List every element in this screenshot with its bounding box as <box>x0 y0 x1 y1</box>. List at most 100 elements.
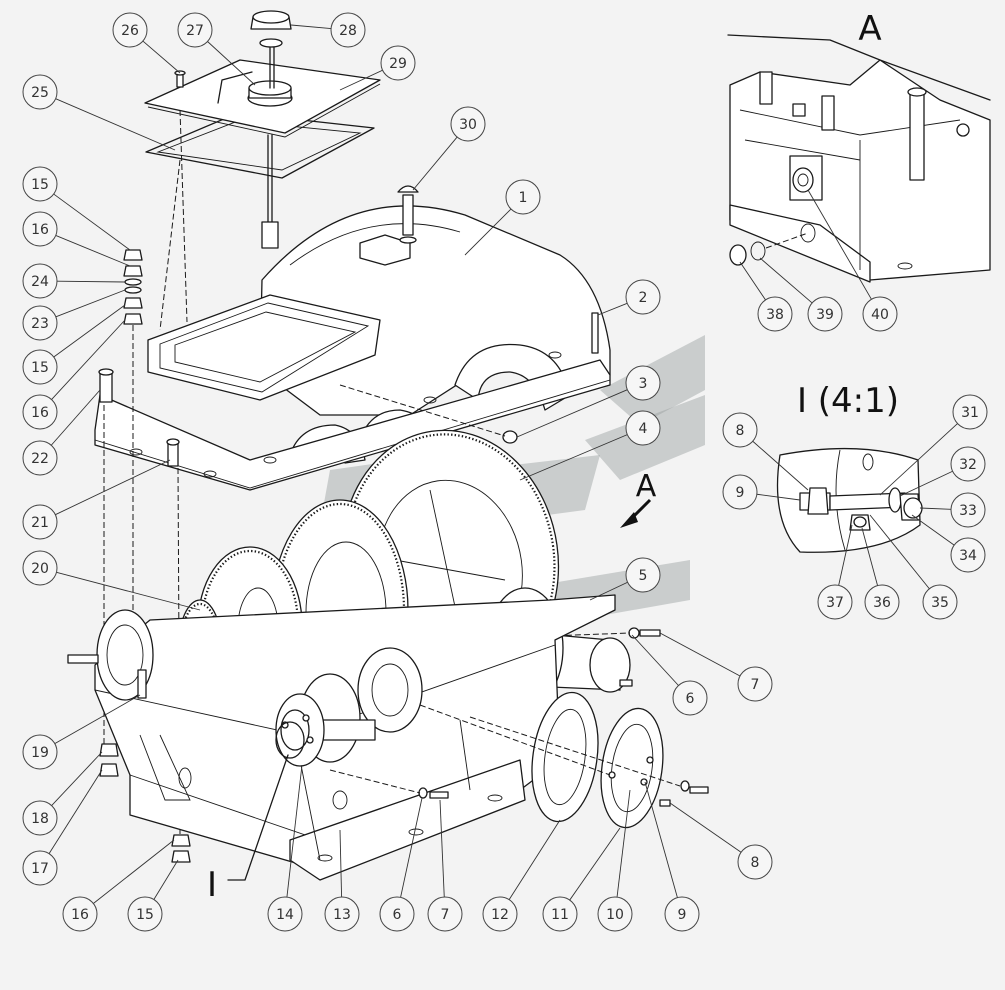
part-callout-c3: 3 <box>625 365 661 401</box>
callout-number: 34 <box>959 548 977 564</box>
leader-line-c31 <box>879 423 958 496</box>
callout-number: 27 <box>186 23 204 39</box>
part-callout-c16c: 16 <box>62 896 98 932</box>
detail-i <box>776 447 923 553</box>
callout-number: 15 <box>136 907 154 923</box>
view-a-detail <box>727 34 991 283</box>
leader-line-c2 <box>597 302 628 316</box>
callout-number: 7 <box>751 677 760 693</box>
view-a-arrow-label: A <box>636 469 657 504</box>
detail-i-marker-ring <box>275 721 305 759</box>
callout-circle <box>597 896 633 932</box>
callout-number: 6 <box>686 691 695 707</box>
leader-line-c30 <box>412 136 458 191</box>
callout-number: 19 <box>31 745 49 761</box>
leader-line-c13 <box>339 829 343 898</box>
leader-line-c8b <box>752 440 809 491</box>
part-callout-c10: 10 <box>597 896 633 932</box>
part-callout-c11: 11 <box>542 896 578 932</box>
callout-circle <box>22 166 58 202</box>
callout-circle <box>450 106 486 142</box>
detail-i-marker-label: I <box>207 865 217 905</box>
part-callout-c31: 31 <box>952 394 988 430</box>
callout-number: 18 <box>31 811 49 827</box>
part-callout-c24: 24 <box>22 263 58 299</box>
callout-number: 5 <box>639 568 648 584</box>
part-callout-c29: 29 <box>380 45 416 81</box>
callout-circle <box>950 537 986 573</box>
callout-number: 35 <box>931 595 949 611</box>
callout-number: 25 <box>31 85 49 101</box>
callout-number: 13 <box>333 907 351 923</box>
callout-circle <box>22 211 58 247</box>
leader-line-c1 <box>464 208 512 256</box>
leader-line-c16a <box>55 235 131 267</box>
upper-housing <box>94 185 611 491</box>
part-callout-c30: 30 <box>450 106 486 142</box>
part-callout-c9a: 9 <box>664 896 700 932</box>
callout-circle <box>625 410 661 446</box>
leader-line-c21 <box>55 459 171 516</box>
callout-number: 36 <box>873 595 891 611</box>
input-shaft-covers <box>275 647 449 799</box>
part-callout-c12: 12 <box>482 896 518 932</box>
callout-circle <box>542 896 578 932</box>
callout-number: 10 <box>606 907 624 923</box>
part-callout-c36: 36 <box>864 584 900 620</box>
part-callout-c6a: 6 <box>672 680 708 716</box>
callout-circle <box>62 896 98 932</box>
callout-circle <box>22 504 58 540</box>
callout-circle <box>807 296 843 332</box>
callout-number: 8 <box>736 423 745 439</box>
callout-circle <box>330 12 366 48</box>
part-callout-c16b: 16 <box>22 394 58 430</box>
callout-number: 2 <box>639 290 648 306</box>
leader-line-c18 <box>51 751 103 806</box>
leader-line-c7b <box>439 799 445 898</box>
callout-circle <box>864 584 900 620</box>
view-a-title: A <box>858 9 881 49</box>
leader-line-c6b <box>400 797 423 898</box>
part-callout-c5: 5 <box>625 557 661 593</box>
inspection-cover-assembly <box>144 10 381 331</box>
callout-circle <box>862 296 898 332</box>
callout-number: 9 <box>736 485 745 501</box>
callout-number: 31 <box>961 405 979 421</box>
view-a-arrowhead <box>620 512 638 528</box>
leader-line-c14 <box>286 764 303 898</box>
callout-number: 39 <box>816 307 834 323</box>
callout-number: 30 <box>459 117 477 133</box>
leader-line-c22 <box>50 389 101 446</box>
callout-number: 14 <box>276 907 294 923</box>
part-callout-c39: 39 <box>807 296 843 332</box>
callout-circle <box>952 394 988 430</box>
callout-circle <box>737 844 773 880</box>
part-callout-c7b: 7 <box>427 896 463 932</box>
callout-number: 16 <box>71 907 89 923</box>
callout-circle <box>177 12 213 48</box>
callout-circle <box>324 896 360 932</box>
detail-i-marker-line <box>227 754 289 881</box>
leader-line-c11 <box>569 827 621 901</box>
leader-line-c25 <box>55 98 176 151</box>
leader-line-c32 <box>899 470 953 497</box>
callout-circle <box>672 680 708 716</box>
callout-number: 16 <box>31 405 49 421</box>
callout-circle <box>22 800 58 836</box>
callout-circle <box>950 492 986 528</box>
part-callout-c15a: 15 <box>22 166 58 202</box>
leader-lines <box>48 24 958 904</box>
part-callout-c13: 13 <box>324 896 360 932</box>
leader-line-c40 <box>807 189 872 300</box>
leader-line-c38 <box>739 261 766 301</box>
leader-line-c9a <box>644 781 678 898</box>
callout-circle <box>625 557 661 593</box>
callout-circle <box>625 365 661 401</box>
part-callout-c15c: 15 <box>127 896 163 932</box>
callout-circle <box>427 896 463 932</box>
callout-number: 16 <box>31 222 49 238</box>
leader-line-c27 <box>207 41 256 86</box>
callout-circle <box>22 440 58 476</box>
callout-number: 17 <box>31 861 49 877</box>
